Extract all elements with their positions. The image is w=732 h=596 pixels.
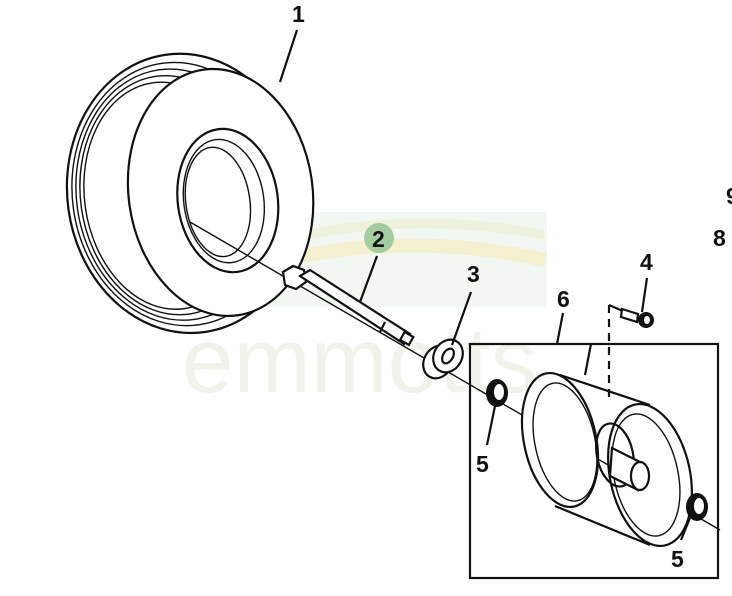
bearing-right xyxy=(686,493,708,521)
callout-5-left[interactable]: 5 xyxy=(476,451,489,477)
axle-bolt xyxy=(281,264,415,347)
callout-9[interactable]: 9 xyxy=(726,183,732,209)
callout-1[interactable]: 1 xyxy=(292,1,305,27)
leader-lines xyxy=(278,29,692,541)
callout-4[interactable]: 4 xyxy=(640,249,653,275)
rim-assembly-box xyxy=(468,342,720,580)
wheel-rim xyxy=(520,371,693,548)
bearing-left xyxy=(486,379,508,407)
tire xyxy=(65,52,315,335)
valve-stem xyxy=(607,303,654,400)
callout-8[interactable]: 8 xyxy=(713,225,726,251)
callout-2[interactable]: 2 xyxy=(372,226,385,252)
callout-3[interactable]: 3 xyxy=(467,261,480,287)
watermark-text: emmotts xyxy=(182,310,537,412)
spacer xyxy=(422,338,464,380)
callout-2-highlight xyxy=(364,223,394,253)
callout-5-right[interactable]: 5 xyxy=(671,546,684,572)
callout-6[interactable]: 6 xyxy=(557,286,570,312)
